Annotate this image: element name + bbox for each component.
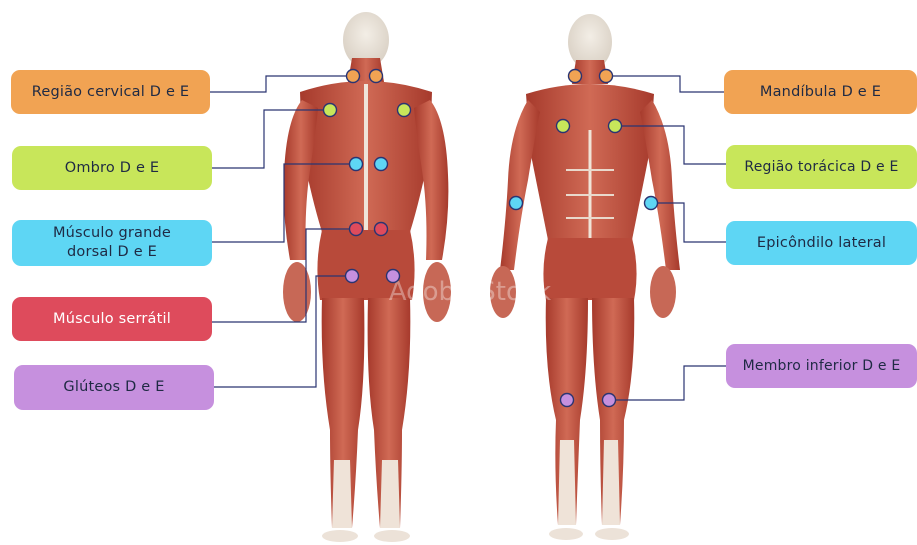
marker-epicondilo-left	[510, 197, 523, 210]
label-regiao-cervical: Região cervical D e E	[11, 70, 210, 114]
marker-mandibula-left	[569, 70, 582, 83]
marker-grande-dorsal-right	[375, 158, 388, 171]
marker-ombro-right	[398, 104, 411, 117]
marker-serratil-left	[350, 223, 363, 236]
marker-cervical-right	[370, 70, 383, 83]
marker-gluteos-left	[346, 270, 359, 283]
marker-toracica-right	[609, 120, 622, 133]
marker-serratil-right	[375, 223, 388, 236]
label-ombro: Ombro D e E	[12, 146, 212, 190]
label-membro-inferior: Membro inferior D e E	[726, 344, 917, 388]
label-gluteos: Glúteos D e E	[14, 365, 214, 410]
marker-mandibula-right	[600, 70, 613, 83]
marker-toracica-left	[557, 120, 570, 133]
watermark-text: Adobe Stock	[389, 277, 551, 307]
marker-membro-inferior-left	[561, 394, 574, 407]
label-musculo-serratil: Músculo serrátil	[12, 297, 212, 341]
label-mandibula: Mandíbula D e E	[724, 70, 917, 114]
marker-ombro-left	[324, 104, 337, 117]
label-epicondilo-lateral: Epicôndilo lateral	[726, 221, 917, 265]
marker-epicondilo-right	[645, 197, 658, 210]
marker-grande-dorsal-left	[350, 158, 363, 171]
label-regiao-toracica: Região torácica D e E	[726, 145, 917, 189]
label-musculo-grande-dorsal: Músculo grande dorsal D e E	[12, 220, 212, 266]
marker-membro-inferior-right	[603, 394, 616, 407]
marker-cervical-left	[347, 70, 360, 83]
marker-gluteos-right	[387, 270, 400, 283]
